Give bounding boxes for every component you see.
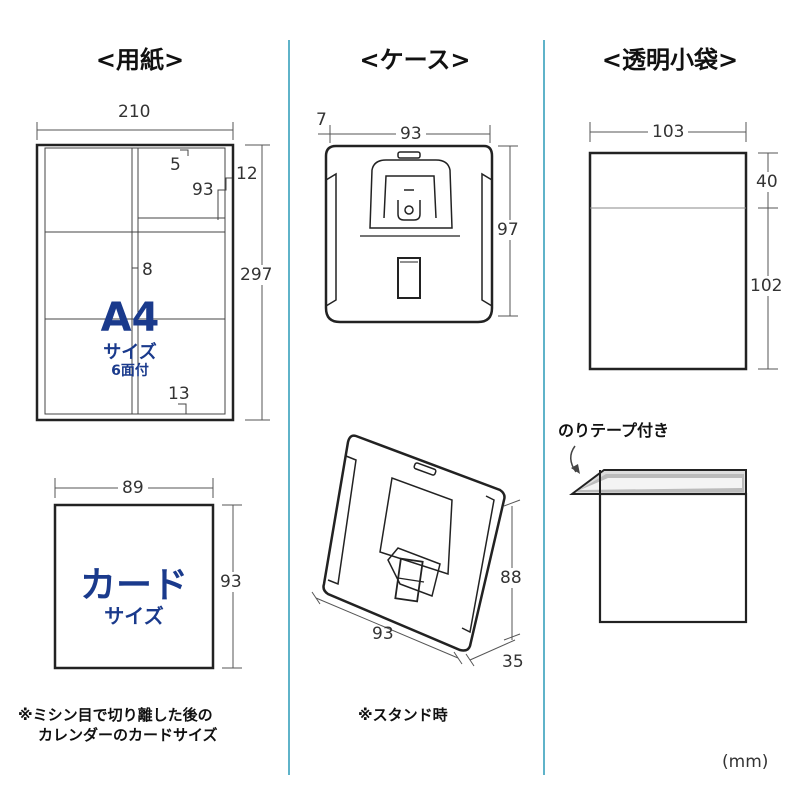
bag-width-label: 103 xyxy=(648,122,689,142)
case-header: <ケース> xyxy=(359,46,471,74)
bag-tape-drawing xyxy=(569,469,748,624)
separator-left xyxy=(288,40,290,775)
card-height-label: 93 xyxy=(220,572,242,592)
stand-width-dimension-line xyxy=(315,597,459,659)
paper-margin-bottom-label: 13 xyxy=(168,384,190,404)
card-outline xyxy=(53,503,215,670)
bag-flap-label: 40 xyxy=(756,172,778,192)
bag-outline xyxy=(588,151,748,371)
a4-label: A4 xyxy=(100,295,160,341)
paper-margin-right-label: 12 xyxy=(236,164,258,184)
paper-sheet xyxy=(35,143,235,422)
stand-height-label: 88 xyxy=(500,568,522,588)
tape-arrow-head xyxy=(571,464,580,474)
card-title: カード xyxy=(79,565,188,606)
paper-margin-top-label: 5 xyxy=(170,155,181,175)
case-thickness-label: 7 xyxy=(316,110,327,130)
tape-label: のりテープ付き xyxy=(558,421,670,440)
card-note-line1: ※ミシン目で切り離した後の xyxy=(18,706,213,724)
stand-width-label: 93 xyxy=(372,624,394,644)
card-subtitle: サイズ xyxy=(104,604,164,628)
paper-height-label: 297 xyxy=(240,265,273,285)
separator-right xyxy=(543,40,545,775)
card-width-label: 89 xyxy=(118,478,148,498)
stand-depth-dimension-line xyxy=(469,639,516,661)
stand-note: ※スタンド時 xyxy=(358,706,448,724)
case-height-label: 97 xyxy=(497,220,519,240)
case-width-label: 93 xyxy=(396,124,426,144)
a4-size-label: サイズ xyxy=(103,342,157,363)
a4-faces-label: 6面付 xyxy=(111,363,149,379)
bag-header: <透明小袋> xyxy=(601,46,739,74)
paper-width-label: 210 xyxy=(118,102,151,122)
stand-depth-label: 35 xyxy=(502,652,524,672)
paper-header: <用紙> xyxy=(95,46,185,74)
unit-label: (mm) xyxy=(722,752,769,772)
paper-gap-label: 8 xyxy=(142,260,153,280)
case-stand-drawing xyxy=(322,434,506,652)
case-front-drawing xyxy=(324,144,494,324)
bag-body-label: 102 xyxy=(750,276,783,296)
paper-cell-height-label: 93 xyxy=(192,180,214,200)
paper-cut-lines xyxy=(44,147,232,415)
card-note-line2: カレンダーのカードサイズ xyxy=(38,726,218,744)
